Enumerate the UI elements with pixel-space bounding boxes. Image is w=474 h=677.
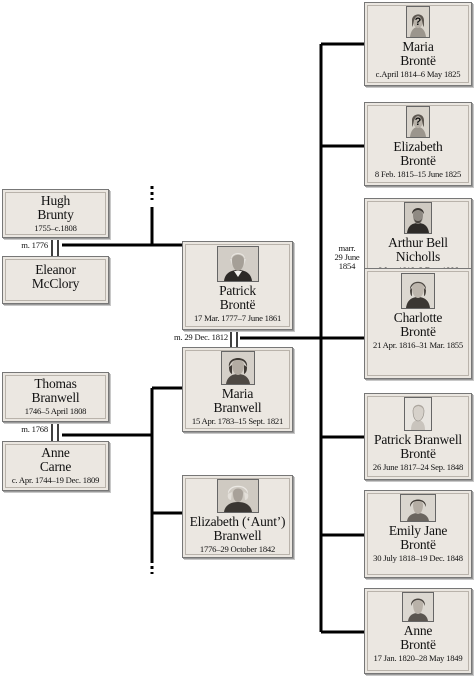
person-dates: 15 Apr. 1783–15 Sept. 1821 [191, 416, 284, 426]
person-name-line2: Branwell [213, 400, 262, 415]
person-name-line2: Brontë [400, 537, 436, 552]
marriage-label-thomas-anne: m. 1768 [21, 424, 48, 434]
person-name-line1: Arthur Bell [388, 235, 448, 250]
marriage-label-hugh-eleanor: m. 1776 [21, 240, 48, 250]
person-name-line1: Anne [41, 445, 70, 460]
person-card-hugh-brunty[interactable]: Hugh Brunty 1755–c.1808 [2, 189, 109, 238]
person-name-line2: Nicholls [395, 249, 441, 264]
person-dates: 30 July 1818–19 Dec. 1848 [373, 553, 463, 563]
portrait-icon [404, 397, 432, 431]
person-dates: 1776–29 October 1842 [199, 544, 276, 554]
person-dates: 17 Jan. 1820–28 May 1849 [373, 653, 463, 663]
person-dates: c. Apr. 1744–19 Dec. 1809 [11, 475, 100, 485]
person-card-charlotte-bronte[interactable]: Charlotte Brontë 21 Apr. 1816–31 Mar. 18… [364, 268, 472, 379]
person-name-line2: McClory [31, 276, 80, 291]
marriage-label-arthur-charlotte: marr. 29 June 1854 [330, 244, 364, 271]
portrait-icon [401, 273, 435, 309]
person-card-patrick-branwell-bronte[interactable]: Patrick Branwell Brontë 26 June 1817–24 … [364, 393, 472, 480]
person-name-line2: Branwell [31, 390, 80, 405]
person-name-line1: Thomas [34, 376, 77, 391]
person-name-line2: Brontë [219, 297, 256, 312]
marriage-label-line3: 1854 [338, 261, 356, 271]
unknown-portrait-icon: ? [406, 6, 430, 38]
person-name-line1: Elizabeth [393, 139, 443, 154]
unknown-portrait-icon: ? [406, 106, 430, 138]
person-name-line1: Patrick [219, 283, 256, 298]
person-card-anne-carne[interactable]: Anne Carne c. Apr. 1744–19 Dec. 1809 [2, 441, 109, 491]
person-name-line2: Brontë [400, 153, 436, 168]
person-dates: 26 June 1817–24 Sep. 1848 [372, 462, 464, 472]
portrait-icon [216, 479, 259, 513]
person-card-elizabeth-bronte[interactable]: ? Elizabeth Brontë 8 Feb. 1815–15 June 1… [364, 102, 472, 186]
person-name-line2: Carne [39, 459, 72, 474]
person-card-thomas-branwell[interactable]: Thomas Branwell 1746–5 April 1808 [2, 372, 109, 422]
person-name-line2: Brontë [400, 324, 436, 339]
portrait-icon [220, 351, 255, 385]
person-dates: c.April 1814–6 May 1825 [375, 69, 461, 79]
person-card-eleanor-mcclory[interactable]: Eleanor McClory [2, 256, 109, 304]
person-name-line2: Brontë [400, 53, 436, 68]
marriage-label-line1: marr. [338, 243, 356, 253]
portrait-icon [402, 592, 434, 622]
person-name-line1: Hugh [40, 193, 71, 208]
person-card-patrick-bronte[interactable]: Patrick Brontë 17 Mar. 1777–7 June 1861 [182, 241, 293, 330]
person-card-elizabeth-aunt-branwell[interactable]: Elizabeth (‘Aunt’) Branwell 1776–29 Octo… [182, 475, 293, 558]
svg-text:?: ? [415, 16, 422, 28]
person-name-line1: Eleanor [35, 262, 76, 277]
svg-text:?: ? [415, 116, 422, 128]
person-card-emily-jane-bronte[interactable]: Emily Jane Brontë 30 July 1818–19 Dec. 1… [364, 490, 472, 578]
person-name-line1: Maria [402, 39, 434, 54]
person-name-line2: Brontë [400, 637, 436, 652]
person-name-line1: Charlotte [393, 310, 443, 325]
marriage-label-patrick-maria: m. 29 Dec. 1812 [173, 332, 228, 342]
person-name-line2: Brontë [400, 446, 436, 461]
person-name-line2: Branwell [213, 528, 262, 543]
person-dates: 1755–c.1808 [34, 223, 77, 233]
person-dates: 8 Feb. 1815–15 June 1825 [374, 169, 462, 179]
person-name-line1: Patrick Branwell [374, 432, 462, 447]
person-card-maria-branwell[interactable]: Maria Branwell 15 Apr. 1783–15 Sept. 182… [182, 347, 293, 432]
person-name-line1: Emily Jane [388, 523, 448, 538]
marriage-label-line2: 29 June [334, 252, 360, 262]
person-name-line1: Anne [403, 623, 433, 638]
person-dates: 1746–5 April 1808 [24, 406, 87, 416]
person-card-maria-bronte[interactable]: ? Maria Brontë c.April 1814–6 May 1825 [364, 2, 472, 86]
portrait-icon [400, 494, 436, 522]
portrait-icon [404, 202, 432, 234]
person-name-line1: Elizabeth (‘Aunt’) [189, 514, 286, 529]
person-name-line2: Brunty [37, 207, 74, 222]
person-card-anne-bronte[interactable]: Anne Brontë 17 Jan. 1820–28 May 1849 [364, 588, 472, 674]
person-name-line1: Maria [221, 386, 254, 401]
person-dates: 21 Apr. 1816–31 Mar. 1855 [372, 340, 463, 350]
person-dates: 17 Mar. 1777–7 June 1861 [193, 313, 282, 323]
portrait-icon [216, 246, 259, 282]
